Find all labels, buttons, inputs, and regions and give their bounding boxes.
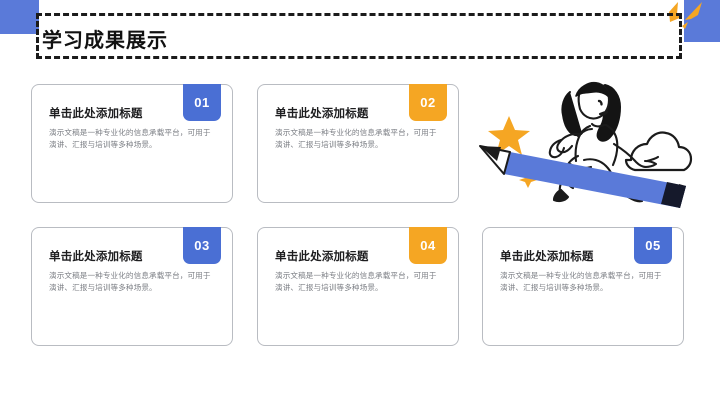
- card-badge-05: 05: [634, 227, 672, 264]
- card-badge-03: 03: [183, 227, 221, 264]
- card-title-02: 单击此处添加标题: [275, 108, 369, 120]
- card-body-04: 演示文稿是一种专业化的信息承载平台，可用于演讲、汇报与培训等多种场景。: [275, 271, 437, 292]
- page-title: 学习成果展示: [42, 30, 168, 52]
- card-body-01: 演示文稿是一种专业化的信息承载平台，可用于演讲、汇报与培训等多种场景。: [49, 128, 211, 149]
- sparkle-icon: [519, 172, 537, 188]
- corner-block-top-right: [684, 0, 720, 42]
- card-title-03: 单击此处添加标题: [49, 251, 143, 263]
- card-body-03: 演示文稿是一种专业化的信息承载平台，可用于演讲、汇报与培训等多种场景。: [49, 271, 211, 292]
- card-02[interactable]: 02 单击此处添加标题 演示文稿是一种专业化的信息承载平台，可用于演讲、汇报与培…: [257, 84, 459, 203]
- pencil-icon: [479, 145, 686, 208]
- card-badge-01: 01: [183, 84, 221, 121]
- card-badge-04: 04: [409, 227, 447, 264]
- card-01[interactable]: 01 单击此处添加标题 演示文稿是一种专业化的信息承载平台，可用于演讲、汇报与培…: [31, 84, 233, 203]
- card-03[interactable]: 03 单击此处添加标题 演示文稿是一种专业化的信息承载平台，可用于演讲、汇报与培…: [31, 227, 233, 346]
- spark-decoration-icon: [669, 2, 702, 29]
- card-title-04: 单击此处添加标题: [275, 251, 369, 263]
- cloud-icon: [624, 131, 693, 172]
- title-frame: [36, 13, 682, 59]
- corner-block-top-left: [0, 0, 39, 34]
- card-body-05: 演示文稿是一种专业化的信息承载平台，可用于演讲、汇报与培训等多种场景。: [500, 271, 662, 292]
- card-title-01: 单击此处添加标题: [49, 108, 143, 120]
- star-icon: [488, 116, 530, 155]
- card-body-02: 演示文稿是一种专业化的信息承载平台，可用于演讲、汇报与培训等多种场景。: [275, 128, 437, 149]
- card-badge-02: 02: [409, 84, 447, 121]
- card-title-05: 单击此处添加标题: [500, 251, 594, 263]
- card-04[interactable]: 04 单击此处添加标题 演示文稿是一种专业化的信息承载平台，可用于演讲、汇报与培…: [257, 227, 459, 346]
- illustration-woman-riding-pencil: [479, 81, 693, 208]
- card-05[interactable]: 05 单击此处添加标题 演示文稿是一种专业化的信息承载平台，可用于演讲、汇报与培…: [482, 227, 684, 346]
